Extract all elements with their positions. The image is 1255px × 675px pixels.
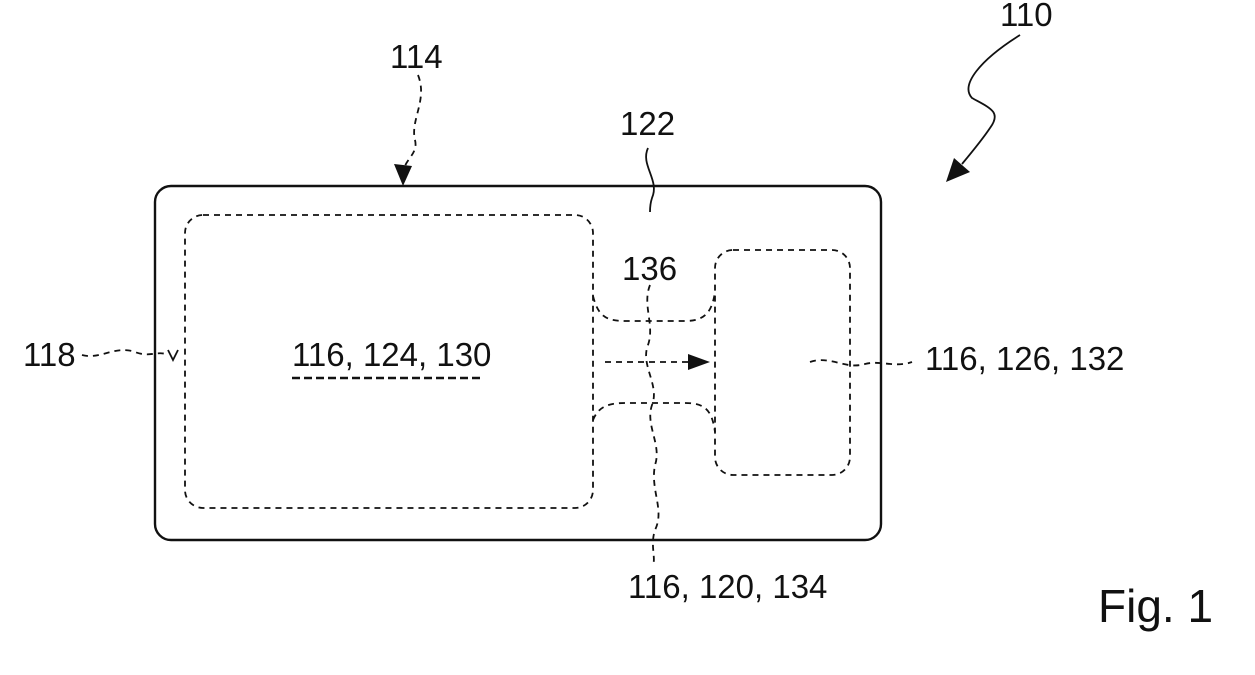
channel-upper-wall <box>593 292 715 321</box>
leader-118-tick <box>168 350 178 360</box>
leader-110 <box>962 35 1020 164</box>
leader-114-arrowhead <box>394 164 412 186</box>
label-136: 136 <box>622 250 677 287</box>
right-chamber <box>715 250 850 475</box>
leader-channel <box>646 285 658 565</box>
figure-caption: Fig. 1 <box>1098 580 1213 632</box>
label-right-chamber: 116, 126, 132 <box>925 340 1124 377</box>
label-114: 114 <box>390 38 443 75</box>
flow-arrow-head <box>688 354 710 370</box>
label-118: 118 <box>23 336 76 373</box>
leader-right-chamber <box>810 360 912 365</box>
channel-lower-wall <box>593 403 715 432</box>
outer-housing <box>155 186 881 540</box>
label-channel-ref: 116, 120, 134 <box>628 568 827 605</box>
leader-110-arrowhead <box>946 158 970 182</box>
label-122: 122 <box>620 105 675 142</box>
leader-122 <box>646 148 654 212</box>
leader-114 <box>405 75 421 166</box>
label-left-chamber: 116, 124, 130 <box>292 336 491 373</box>
label-110: 110 <box>1000 0 1053 33</box>
